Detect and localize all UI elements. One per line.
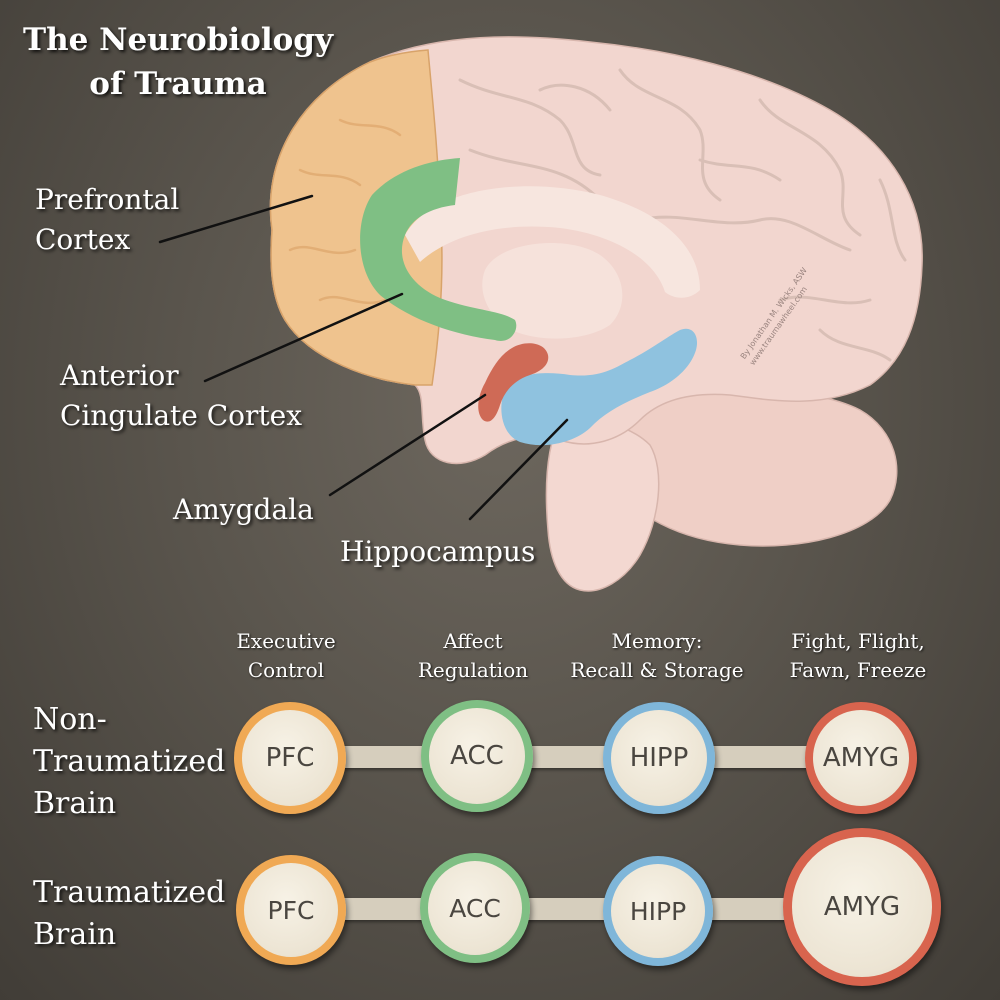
brain-gyri [458,68,907,362]
node-pfc-normal: PFC [234,702,346,814]
brain-illustration [158,36,923,592]
hippocampus-region [501,328,698,446]
row-label-non-traumatized: Non- Traumatized Brain [33,702,226,821]
pfc-gyri [288,118,402,305]
node-hipp-normal: HIPP [603,702,715,814]
leader-lines [158,194,569,521]
label-hippocampus: Hippocampus [340,535,536,568]
connector-bar-row2 [290,898,830,920]
title-line-2: of Trauma [89,66,267,102]
brain-stem [545,418,660,592]
page-title: The Neurobiology of Trauma [18,18,338,106]
connector-bar-row1 [290,746,860,768]
node-amyg-trauma: AMYG [783,828,941,986]
node-hipp-trauma: HIPP [603,856,713,966]
amygdala-region [478,343,549,422]
corpus-callosum [405,186,700,298]
label-prefrontal-cortex: Prefrontal Cortex [35,183,180,256]
function-executive-control: Executive Control [236,629,336,682]
thalamus [482,243,623,339]
row-label-traumatized: Traumatized Brain [33,875,226,952]
title-line-1: The Neurobiology [23,22,333,58]
node-amyg-normal: AMYG [805,702,917,814]
function-fight-flight: Fight, Flight, Fawn, Freeze [789,629,927,682]
label-amygdala: Amygdala [173,493,314,526]
node-acc-normal: ACC [421,700,533,812]
node-pfc-trauma: PFC [236,855,346,965]
function-affect-regulation: Affect Regulation [417,629,529,682]
function-memory: Memory: Recall & Storage [570,629,744,682]
label-anterior-cingulate-cortex: Anterior Cingulate Cortex [60,359,303,432]
node-acc-trauma: ACC [420,853,530,963]
